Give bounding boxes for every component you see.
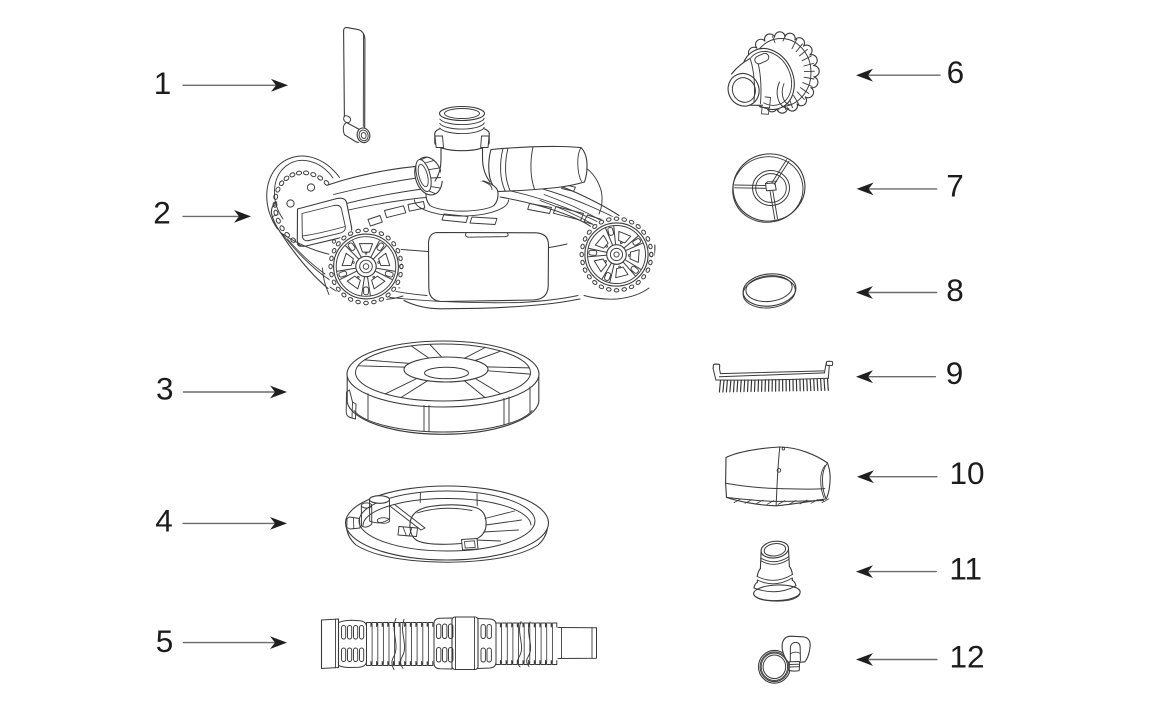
- svg-text:2: 2: [153, 195, 171, 231]
- svg-text:10: 10: [949, 455, 984, 491]
- svg-text:3: 3: [156, 370, 174, 406]
- svg-text:8: 8: [946, 272, 964, 308]
- svg-text:7: 7: [946, 167, 964, 203]
- svg-text:4: 4: [155, 502, 173, 538]
- svg-text:9: 9: [946, 355, 964, 391]
- svg-text:1: 1: [154, 65, 172, 101]
- svg-text:6: 6: [947, 54, 965, 90]
- svg-text:12: 12: [949, 639, 984, 675]
- svg-text:5: 5: [156, 623, 174, 659]
- svg-text:11: 11: [949, 551, 982, 587]
